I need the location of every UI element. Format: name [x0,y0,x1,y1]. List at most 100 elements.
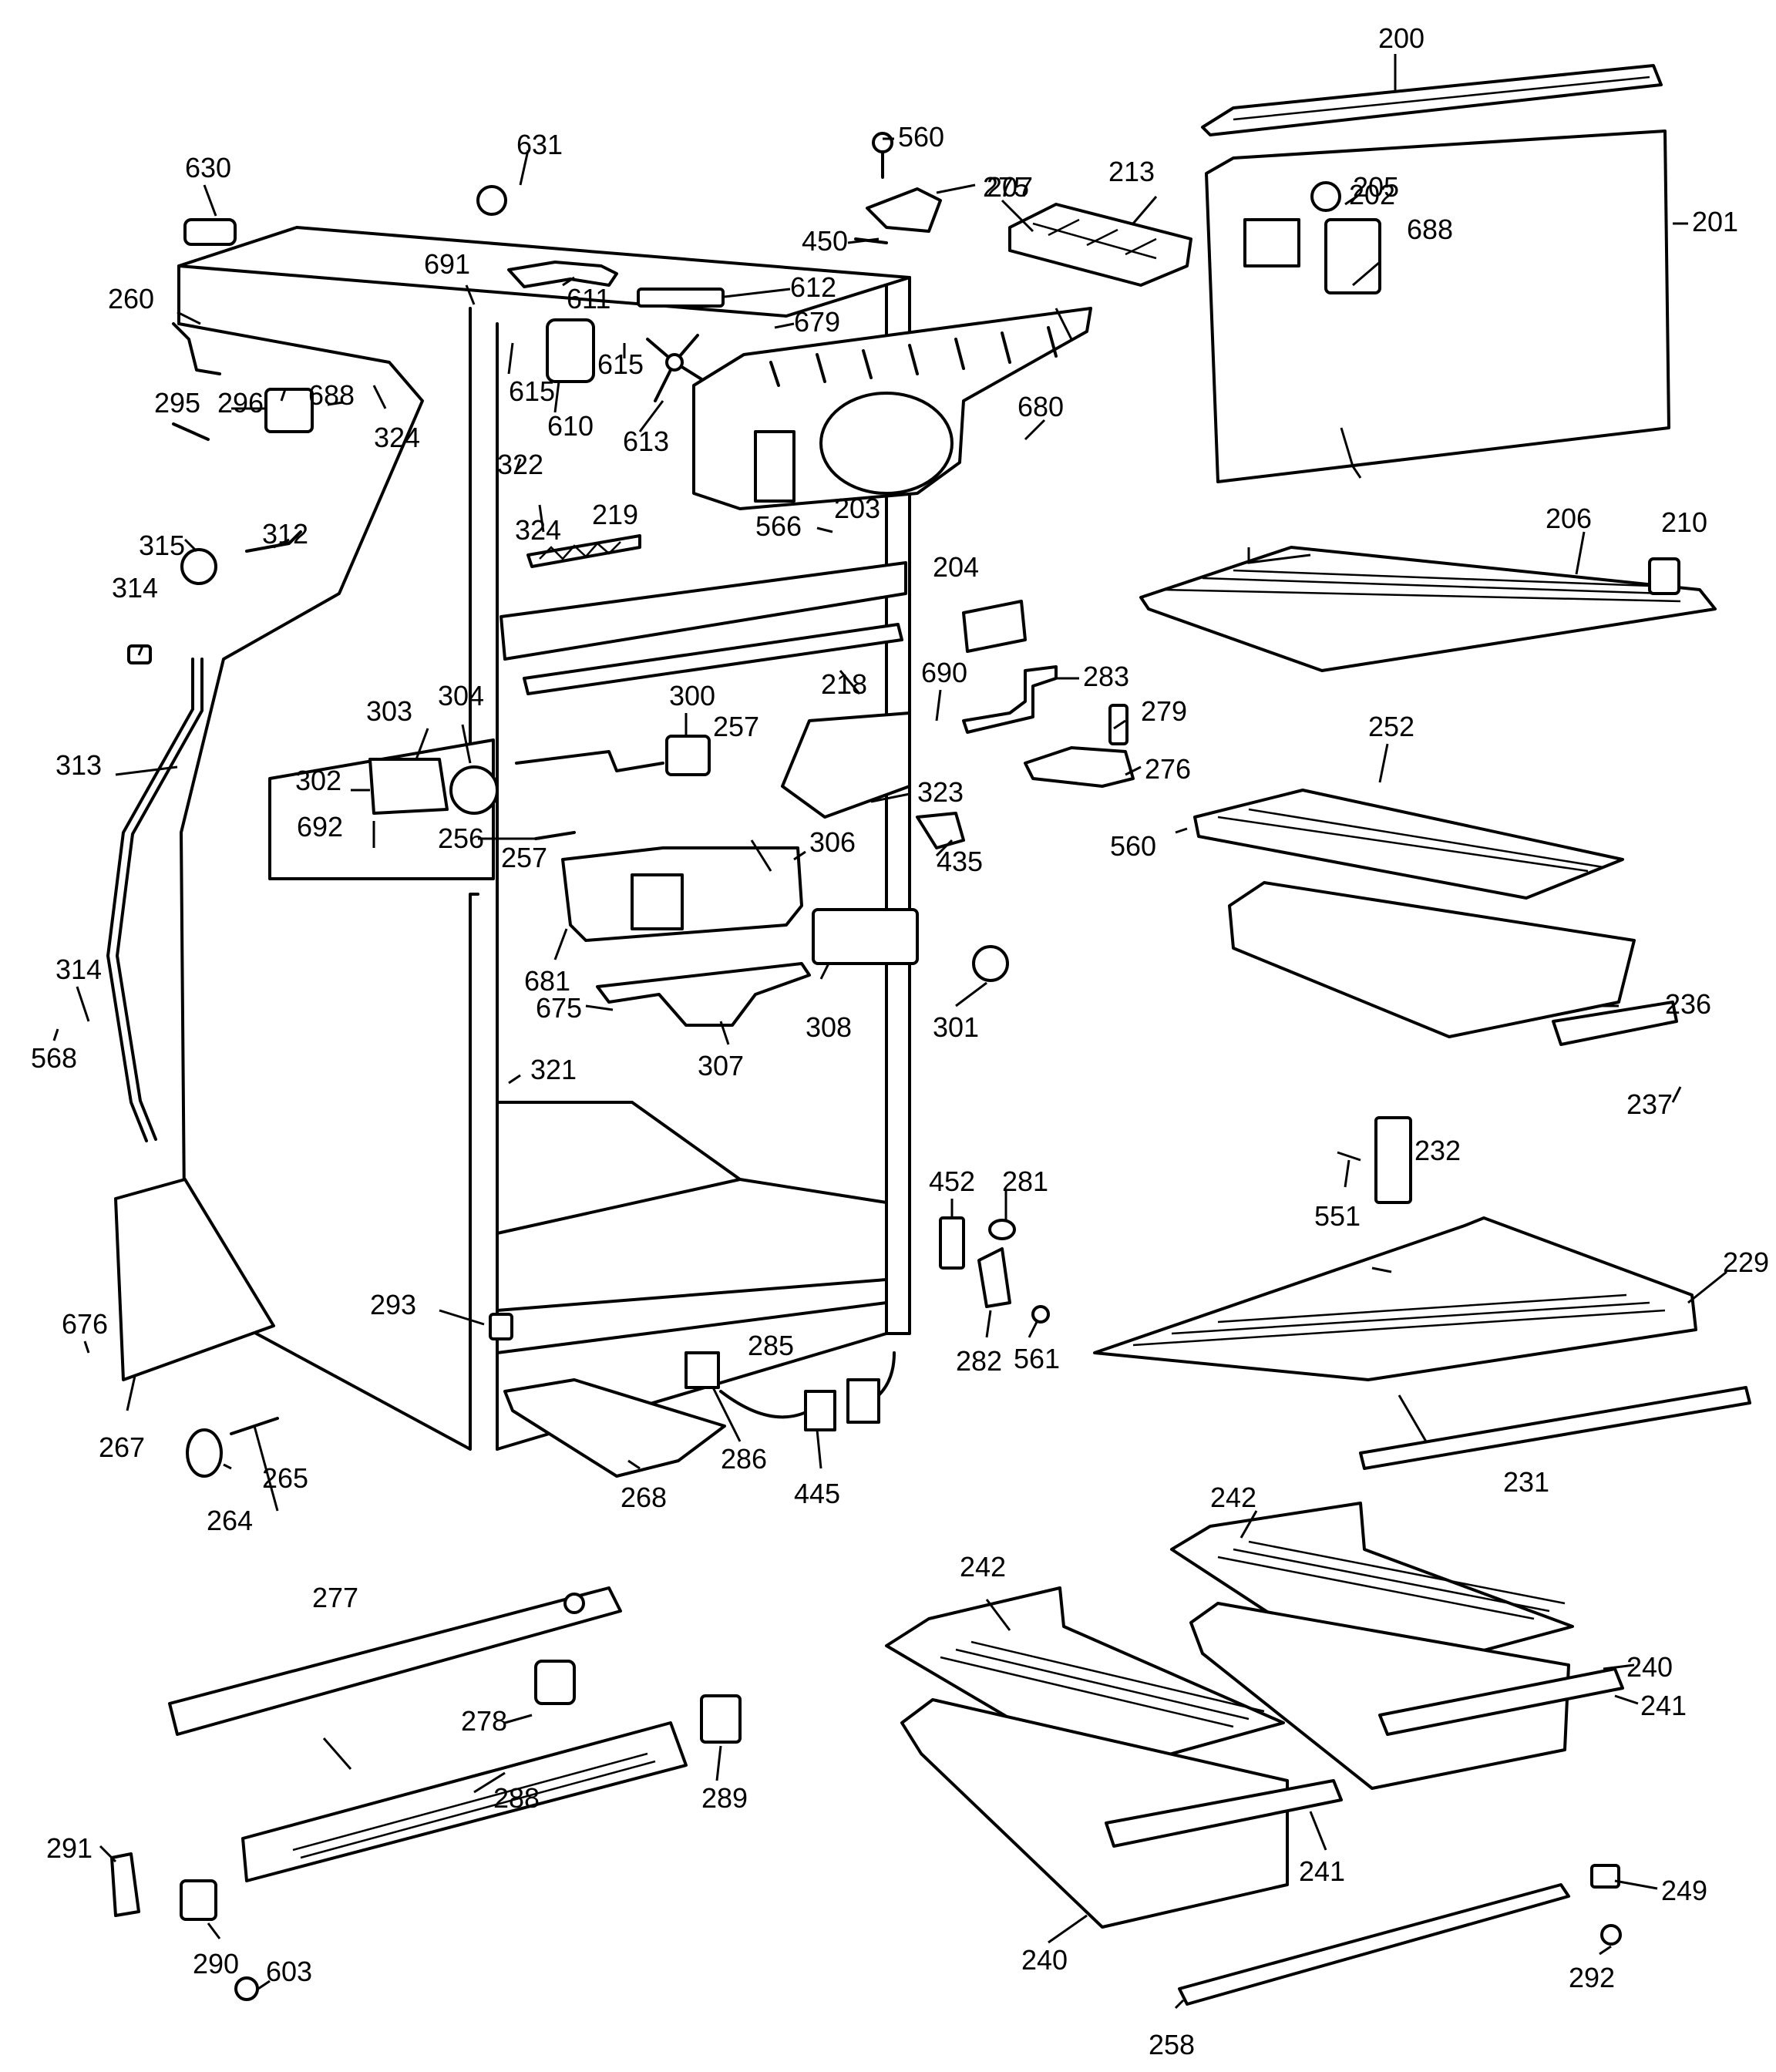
label-232: 232 [1414,1135,1461,1166]
label-268: 268 [621,1482,667,1513]
label-276: 276 [1145,753,1191,785]
label-321: 321 [530,1054,577,1085]
label-290: 290 [193,1948,239,1980]
label-257-top: 257 [713,711,759,742]
label-207: 207 [987,171,1033,203]
label-289: 289 [701,1782,748,1814]
label-566: 566 [755,510,802,542]
label-285: 285 [748,1330,794,1361]
label-680: 680 [1018,391,1064,422]
label-260: 260 [108,283,154,314]
label-679: 679 [794,306,840,338]
label-615-left: 615 [509,375,555,407]
label-292: 292 [1569,1962,1615,1993]
leader-lines [52,54,1727,2010]
label-200: 200 [1378,22,1424,54]
label-210: 210 [1661,506,1707,538]
label-265: 265 [262,1462,308,1494]
label-307: 307 [698,1050,744,1081]
label-615-right: 615 [597,348,644,380]
label-252: 252 [1368,711,1414,742]
label-630: 630 [185,152,231,183]
label-240-left: 240 [1021,1944,1068,1976]
label-603: 603 [266,1956,312,1987]
label-560-bottom: 560 [1110,830,1156,862]
label-282: 282 [956,1345,1002,1377]
label-306: 306 [809,826,856,858]
label-308: 308 [806,1011,852,1043]
label-281: 281 [1002,1166,1048,1197]
label-277: 277 [312,1582,358,1613]
label-296: 296 [217,387,264,419]
label-324-top: 324 [374,422,420,453]
label-241-right: 241 [1640,1690,1687,1721]
label-445: 445 [794,1478,840,1509]
label-258: 258 [1149,2029,1195,2060]
freezer-parts [183,132,1192,1478]
label-613: 613 [623,426,669,457]
label-452: 452 [929,1166,975,1197]
label-279: 279 [1141,695,1187,727]
label-256: 256 [438,822,484,854]
label-551: 551 [1314,1200,1361,1232]
label-435: 435 [937,846,983,877]
label-324-bottom: 324 [515,514,561,546]
label-267: 267 [99,1431,145,1463]
label-302: 302 [295,765,341,796]
bottom-parts [110,1502,1624,2006]
label-688-left: 688 [308,379,355,411]
label-278: 278 [461,1705,507,1737]
label-611: 611 [567,283,610,314]
label-561: 561 [1014,1343,1060,1374]
label-692: 692 [297,811,343,843]
label-206: 206 [1546,503,1592,534]
label-291: 291 [46,1832,92,1864]
label-314-top: 314 [112,572,158,604]
label-288: 288 [493,1782,540,1814]
label-240-right: 240 [1626,1651,1673,1683]
label-631: 631 [516,129,563,160]
label-560-top: 560 [898,121,944,153]
label-218: 218 [821,668,867,700]
label-612: 612 [790,271,836,303]
label-312: 312 [262,518,308,550]
label-264: 264 [207,1505,253,1536]
label-249: 249 [1661,1875,1707,1906]
label-202: 202 [1349,179,1395,210]
label-283: 283 [1083,661,1129,692]
label-242-left: 242 [960,1551,1006,1583]
label-690: 690 [921,657,967,688]
label-295: 295 [154,387,200,419]
cabinet-body [177,226,911,1451]
label-286: 286 [721,1443,767,1475]
label-681: 681 [524,965,570,997]
label-610: 610 [547,410,594,442]
label-231: 231 [1503,1466,1549,1498]
label-314-bottom: 314 [56,954,102,985]
label-322: 322 [497,449,543,480]
label-675: 675 [536,992,582,1024]
right-parts [939,64,1751,1470]
label-304: 304 [438,680,484,711]
label-315: 315 [139,530,185,561]
label-236: 236 [1665,988,1711,1020]
label-203: 203 [834,493,880,524]
label-301: 301 [933,1011,979,1043]
label-213: 213 [1108,156,1155,187]
label-229: 229 [1723,1246,1769,1278]
label-450: 450 [802,225,848,257]
label-242-right: 242 [1210,1482,1256,1513]
label-293: 293 [370,1289,416,1320]
label-219: 219 [592,499,638,530]
label-688-right: 688 [1407,214,1453,245]
label-275: 275 [983,171,1029,203]
left-parts [106,322,314,1478]
label-205: 205 [1353,171,1399,203]
label-237: 237 [1626,1088,1673,1120]
label-257-bottom: 257 [501,842,547,873]
label-241-left: 241 [1299,1855,1345,1887]
label-201: 201 [1692,206,1738,237]
label-323: 323 [917,776,964,808]
label-303: 303 [366,695,412,727]
